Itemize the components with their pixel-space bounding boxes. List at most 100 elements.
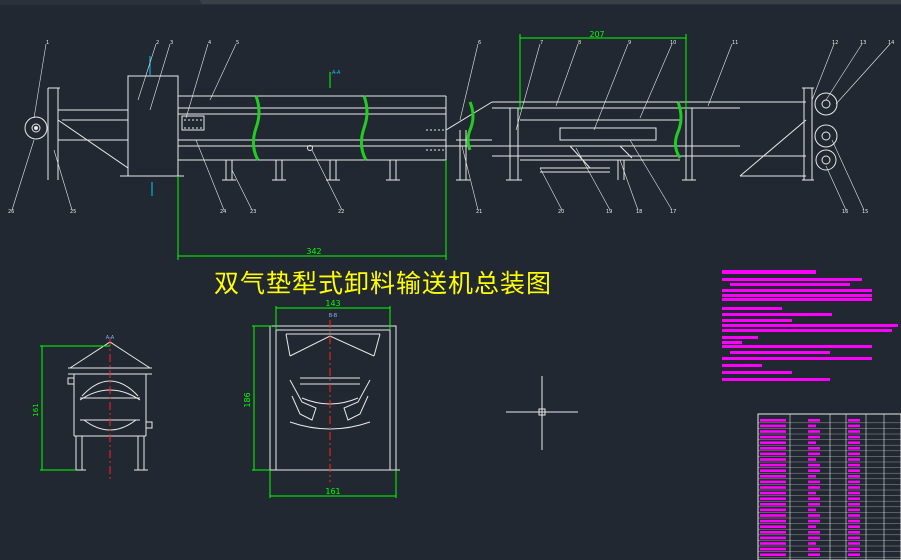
table-cell <box>848 525 860 528</box>
table-cell <box>848 452 860 456</box>
dim-section-b-height: 186 <box>243 392 252 407</box>
table-cell <box>760 480 786 484</box>
table-cell <box>808 542 816 545</box>
table-cell <box>760 497 786 500</box>
dim-section-b-bottom: 161 <box>325 487 340 496</box>
table-cell <box>848 547 860 551</box>
table-cell <box>760 508 786 512</box>
table-cell <box>808 441 816 444</box>
table-cell <box>760 542 786 545</box>
table-cell <box>760 435 786 439</box>
table-cell <box>808 424 816 428</box>
table-cell <box>808 486 820 489</box>
table-cell <box>808 519 820 523</box>
tail-pulley <box>24 116 48 140</box>
table-cell <box>760 458 786 461</box>
balloon-22: 22 <box>338 209 344 215</box>
table-cell <box>848 469 860 472</box>
table-cell <box>808 419 820 422</box>
table-cell <box>760 536 786 540</box>
leader-lines <box>11 43 891 211</box>
table-cell <box>808 463 820 467</box>
table-cell <box>808 452 820 456</box>
balloon-14: 14 <box>888 40 894 46</box>
table-cell <box>760 486 786 489</box>
balloon-1: 1 <box>46 40 49 46</box>
table-cell <box>760 525 786 528</box>
balloon-10: 10 <box>670 40 676 46</box>
balloon-24: 24 <box>220 209 226 215</box>
table-cell <box>808 469 820 472</box>
technical-notes-block <box>722 270 898 381</box>
balloon-2: 2 <box>156 40 159 46</box>
feed-hopper <box>127 75 179 177</box>
table-cell <box>808 547 820 551</box>
section-b-b <box>266 325 400 471</box>
table-cell <box>848 430 860 433</box>
window-top-edge <box>0 0 901 5</box>
table-cell <box>760 519 786 523</box>
table-cell <box>808 536 820 540</box>
table-cell <box>848 441 860 444</box>
table-cell <box>808 497 820 500</box>
parts-list-table <box>757 413 901 560</box>
crosshair-cursor-icon <box>506 376 578 450</box>
table-cell <box>848 491 860 495</box>
section-marker-aa: A-A <box>332 70 341 76</box>
table-cell <box>808 475 816 478</box>
table-cell <box>848 519 860 523</box>
part-balloons-top: 1 2 3 4 5 6 7 8 9 10 11 12 13 14 <box>46 40 894 46</box>
table-cell <box>760 441 786 444</box>
table-cell <box>808 435 820 439</box>
dim-bottom-span: 342 <box>306 247 321 256</box>
balloon-23: 23 <box>250 209 256 215</box>
table-cell <box>848 424 860 428</box>
balloon-21: 21 <box>476 209 482 215</box>
table-cell <box>848 514 860 517</box>
balloon-18: 18 <box>636 209 642 215</box>
head-pulley-2 <box>814 124 838 148</box>
dimension-lines <box>177 34 687 260</box>
table-cell <box>808 480 820 484</box>
table-cell <box>848 508 860 512</box>
table-cell <box>848 435 860 439</box>
table-cell <box>848 536 860 540</box>
table-cell <box>848 447 860 450</box>
table-cell <box>848 458 860 461</box>
plough-blade <box>559 127 657 141</box>
balloon-26: 26 <box>8 209 14 215</box>
conveyor-elevation <box>24 56 838 196</box>
view-label-a-a: A-A <box>106 335 115 341</box>
table-cell <box>808 491 816 495</box>
table-cell <box>760 531 786 534</box>
table-cell <box>808 525 816 528</box>
balloon-8: 8 <box>578 40 581 46</box>
balloon-3: 3 <box>170 40 173 46</box>
dim-section-a-height: 161 <box>32 403 40 416</box>
balloon-9: 9 <box>628 40 631 46</box>
table-cell <box>808 430 820 433</box>
table-cell <box>760 419 786 422</box>
balloon-13: 13 <box>860 40 866 46</box>
table-cell <box>808 553 820 556</box>
table-cell <box>760 447 786 450</box>
table-cell <box>760 491 786 495</box>
table-cell <box>848 542 860 545</box>
dim-top-span: 207 <box>589 30 604 39</box>
dim-section-b-top: 143 <box>325 299 340 308</box>
table-cell <box>808 458 816 461</box>
table-cell <box>760 514 786 517</box>
tab-strip <box>200 0 901 4</box>
table-cell <box>808 447 820 450</box>
table-cell <box>848 419 860 422</box>
table-cell <box>760 424 786 428</box>
balloon-7: 7 <box>540 40 543 46</box>
table-cell <box>808 503 820 506</box>
balloon-20: 20 <box>558 209 564 215</box>
balloon-25: 25 <box>70 209 76 215</box>
table-cell <box>760 469 786 472</box>
table-cell <box>760 547 786 551</box>
balloon-5: 5 <box>236 40 239 46</box>
